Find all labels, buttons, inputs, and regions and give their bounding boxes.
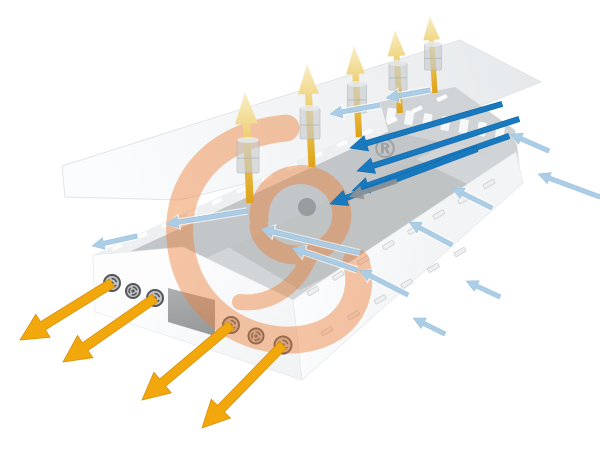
sidewall-vent-slot [427, 262, 440, 273]
ceiling-inlet-slot [111, 243, 123, 251]
ceiling-inlet-slot [186, 208, 198, 217]
chimney-top [237, 137, 259, 143]
ceiling-band [101, 97, 486, 297]
tunnel-airflow-arrow [356, 116, 521, 174]
endwall-exhaust-arrow [19, 278, 116, 341]
endwall-exhaust-fan [247, 327, 265, 345]
sidewall-inlet-arrow [165, 208, 248, 229]
ceiling-inlet-slot [286, 163, 298, 171]
ceiling-inlet-slot [336, 140, 348, 148]
fan-blade [111, 277, 118, 283]
roof-exhaust-vent [423, 16, 442, 94]
ceiling-inlet-slot [261, 174, 273, 182]
sidewall-inlet-arrow [537, 172, 600, 200]
sidewall-inlet-arrow [329, 102, 381, 119]
sidewall-inlet-arrow [408, 221, 454, 248]
sidewall-inlet-arrow [260, 225, 361, 256]
watermark-logo [166, 114, 373, 354]
sidewall-vent-slot [347, 310, 360, 321]
ceiling-inlet-slot [411, 105, 423, 114]
interior-floor-shadow [225, 155, 492, 290]
endwall-exhaust-arrow [62, 293, 159, 363]
fan-blade [254, 337, 261, 341]
sidewall-vent-slot [400, 278, 414, 289]
sidewall-inlet-arrow [451, 187, 494, 211]
sidewall-vent-slot [306, 286, 320, 296]
tunnel-end-opening [458, 118, 469, 134]
fan-blade [154, 292, 161, 298]
watermark-hub-dot [298, 198, 316, 216]
ceiling-inlet-slot [211, 197, 223, 205]
chimney-top [300, 105, 320, 111]
sidewall-inlet-arrow [385, 87, 431, 103]
chimney-body [424, 43, 442, 71]
chimney-body [388, 62, 408, 91]
fan-hub [254, 334, 258, 338]
roof-exhaust-vent [298, 64, 321, 168]
endwall-exhaust-fan [125, 283, 141, 299]
chimney-top [347, 81, 367, 87]
tunnel-airflow-arrow [349, 101, 504, 152]
sidewall-inlet-arrow [358, 269, 410, 298]
fan-blade [282, 339, 289, 345]
endwall-exhaust-arrow [201, 341, 287, 429]
sidewall-inlet-arrow [465, 280, 502, 300]
sidewall-inlet-arrow [291, 245, 359, 273]
watermark-inner-loop [249, 165, 352, 265]
sidewall-inlet-arrow [91, 233, 138, 250]
sidewall-vent-slot [331, 270, 345, 281]
sidewall-vent-slot [453, 247, 467, 257]
sidewall-inlet-arrow [412, 317, 447, 337]
ceiling-inlet-slot [436, 94, 448, 102]
sidewall-vent-slot [373, 294, 387, 305]
gray-airflow-arrow [349, 178, 398, 200]
watermark-tail [232, 244, 319, 311]
ceiling-inlet-slot [361, 128, 373, 137]
ceiling-inlet-slot [136, 231, 148, 240]
fan-hub [131, 289, 135, 293]
chimney-body [236, 139, 260, 174]
sidewall-vent-slot [320, 326, 334, 336]
chimney-top [424, 41, 442, 47]
ceiling-inlet-slot [236, 185, 248, 194]
ceiling-inlet-slot [386, 117, 398, 125]
sidewall-vent-slot [432, 209, 445, 220]
fan-blade [131, 292, 138, 296]
chimney-top [389, 60, 407, 66]
fan-blade [230, 319, 237, 325]
sidewall-vent-slot [482, 179, 496, 189]
tunnel-end-opening [404, 110, 415, 126]
fan-blade [251, 332, 255, 339]
chimney-body [299, 107, 321, 140]
service-door [168, 288, 215, 336]
roof-exhaust-vent [235, 92, 260, 204]
watermark-outer-swirl [166, 114, 373, 354]
sidewall-vent-slot [357, 255, 370, 266]
fan-blade [132, 286, 138, 291]
fan-blade [128, 287, 132, 294]
endwall-exhaust-arrow [141, 320, 235, 401]
sidewall-inlet-arrow [509, 133, 551, 154]
fan-blade [255, 331, 261, 336]
sidewall-vent-slot [382, 240, 395, 251]
